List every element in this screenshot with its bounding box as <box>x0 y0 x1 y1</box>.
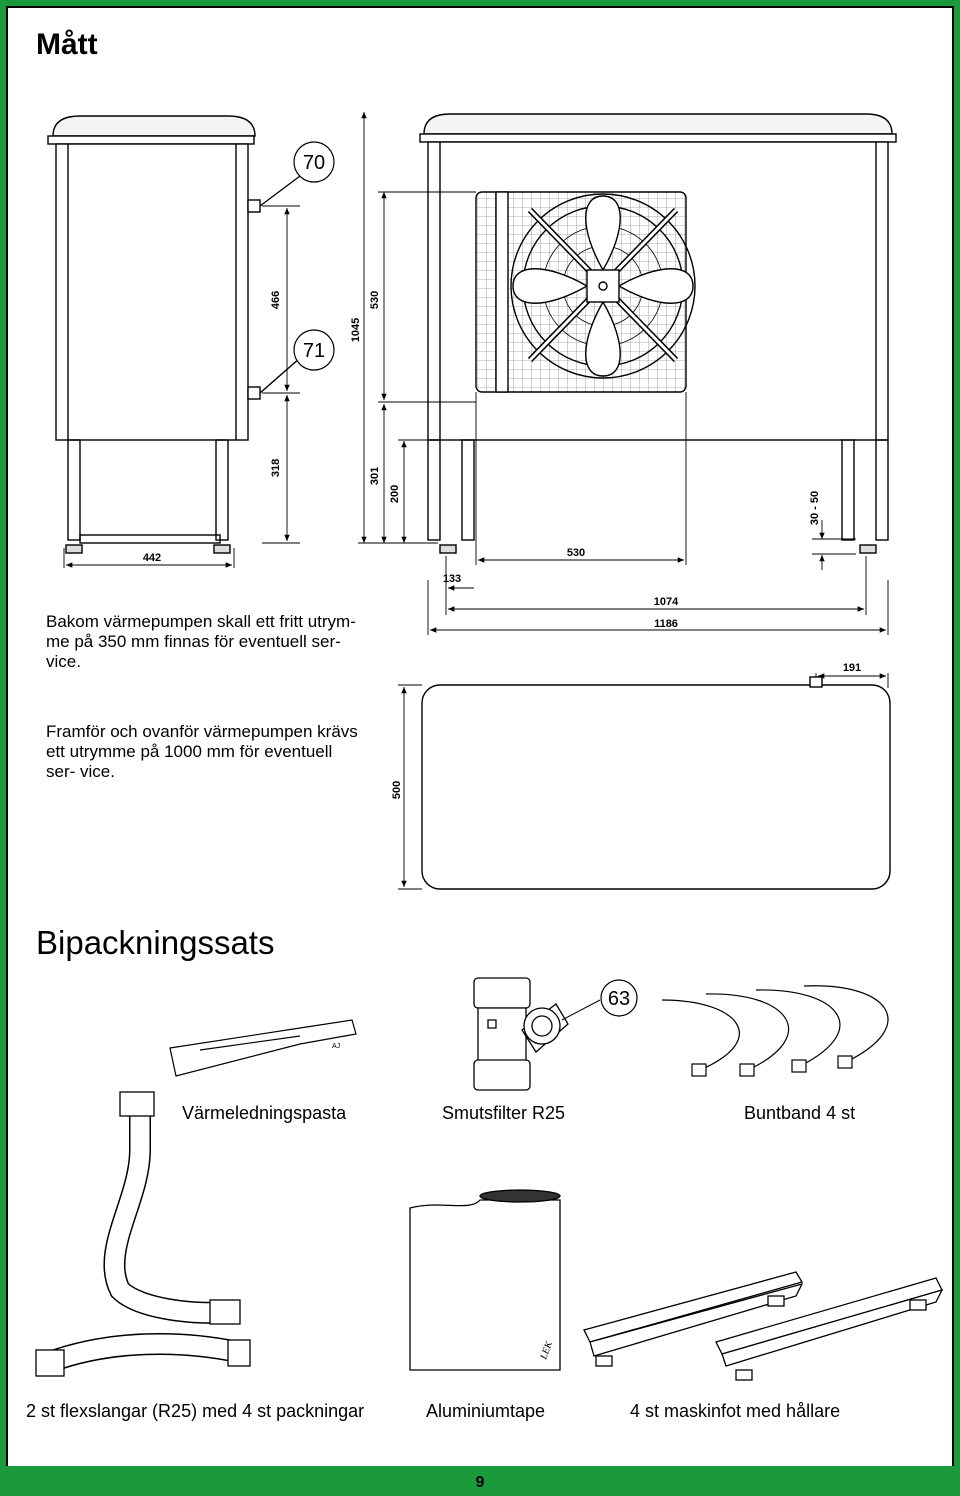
dim-200: 200 <box>389 485 401 503</box>
callout-63: 63 <box>608 988 630 1010</box>
caption-filter: Smutsfilter R25 <box>442 1103 566 1123</box>
flex-hoses <box>35 1091 251 1377</box>
aluminium-tape <box>409 1189 561 1371</box>
page-number: 9 <box>450 1470 510 1496</box>
dim-1045: 1045 <box>350 318 362 342</box>
caption-paste: Värmeledningspasta <box>182 1103 347 1123</box>
dim-530-vertical: 530 <box>369 291 381 309</box>
dim-442: 442 <box>143 552 161 564</box>
dim-1186: 1186 <box>654 618 678 630</box>
paste-label: AJ <box>332 1043 340 1050</box>
paste-tube <box>169 1019 357 1077</box>
heading-bipackningssats: Bipackningssats <box>36 924 275 961</box>
dim-191: 191 <box>843 662 861 674</box>
caption-hoses: 2 st flexslangar (R25) med 4 st packning… <box>26 1401 365 1421</box>
dim-318: 318 <box>270 459 282 477</box>
heading-matt: Mått <box>36 28 98 61</box>
note-front-clearance: Framför och ovanför värmepumpen krävs et… <box>46 722 358 781</box>
dim-301: 301 <box>369 467 381 485</box>
callout-70: 70 <box>303 152 325 174</box>
front-view <box>419 113 897 554</box>
dim-1074: 1074 <box>654 596 679 608</box>
machine-feet <box>583 1271 944 1381</box>
caption-tape: Aluminiumtape <box>426 1401 546 1421</box>
top-view <box>421 676 891 890</box>
caption-feet: 4 st maskinfot med hållare <box>630 1401 841 1421</box>
dim-530-horizontal: 530 <box>567 547 585 559</box>
strainer <box>473 977 569 1091</box>
dim-500: 500 <box>391 781 403 799</box>
callout-71: 71 <box>303 340 325 362</box>
caption-cable-ties: Buntband 4 st <box>744 1103 856 1123</box>
dim-133: 133 <box>443 573 461 585</box>
note-rear-clearance: Bakom värmepumpen skall ett fritt utrym-… <box>46 612 356 671</box>
dim-466: 466 <box>270 291 282 309</box>
cable-ties <box>661 985 889 1077</box>
side-view <box>47 115 301 554</box>
dim-30-50: 30 - 50 <box>809 491 821 525</box>
